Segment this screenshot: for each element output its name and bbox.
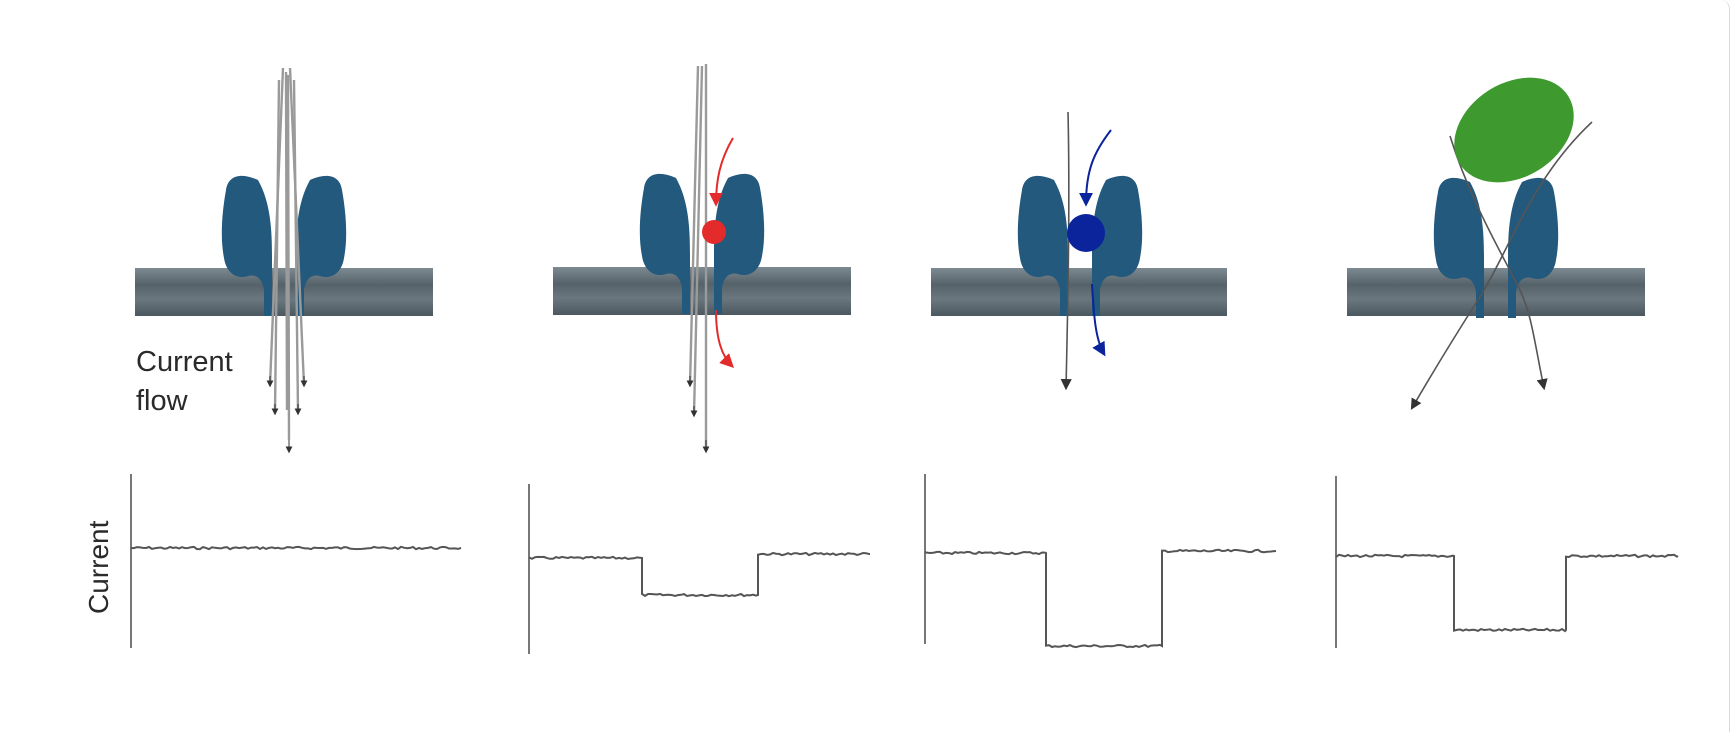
protein-right-lobe [296, 175, 347, 316]
current-trace-small-molecule [528, 484, 870, 654]
small-analyte-particle [702, 220, 726, 244]
large-analyte-particle [1454, 77, 1574, 183]
analyte-exit-arrow [1091, 283, 1106, 357]
panel-small-molecule [553, 64, 851, 454]
page-edge [1721, 0, 1730, 732]
ion-current-streams [268, 67, 306, 441]
protein-pore [1017, 175, 1143, 316]
current-trace [1335, 553, 1679, 633]
membrane [135, 268, 433, 316]
ion-current-stream-left [1410, 121, 1593, 410]
current-trace-large-molecule [1335, 476, 1679, 648]
current-arrowheads [266, 376, 308, 454]
protein-pore [639, 173, 765, 314]
current-flow-label-line1: Current [136, 346, 233, 378]
current-trace-medium-molecule [924, 474, 1277, 649]
ion-current-stream-right [1449, 135, 1548, 391]
membrane [553, 267, 851, 315]
medium-analyte-particle [1067, 214, 1105, 252]
analyte-exit-arrow [715, 309, 734, 368]
analyte-path-arrow [1079, 129, 1112, 207]
panel-medium-molecule [931, 111, 1227, 391]
membrane [1347, 268, 1645, 316]
current-trace [924, 548, 1277, 649]
protein-right-lobe [714, 173, 765, 314]
ion-current-stream [1060, 111, 1072, 391]
current-trace [528, 551, 870, 598]
protein-pore [221, 175, 347, 316]
analyte-path-arrow [709, 137, 734, 207]
panel-open-pore: Current flow [135, 67, 433, 454]
current-trace-open-pore [130, 474, 462, 648]
protein-left-lobe [639, 173, 690, 314]
current-arrowheads [686, 376, 710, 454]
y-axis-label: Current [83, 520, 114, 614]
protein-left-lobe [1433, 177, 1484, 318]
current-flow-label-line2: flow [136, 385, 189, 417]
protein-left-lobe [1017, 175, 1068, 316]
protein-right-lobe [1508, 177, 1559, 318]
current-trace [130, 545, 462, 551]
protein-pore [1433, 177, 1559, 318]
protein-right-lobe [1092, 175, 1143, 316]
membrane [931, 268, 1227, 316]
panel-large-molecule [1347, 77, 1645, 410]
ion-current-streams [688, 64, 708, 450]
protein-left-lobe [221, 175, 272, 316]
